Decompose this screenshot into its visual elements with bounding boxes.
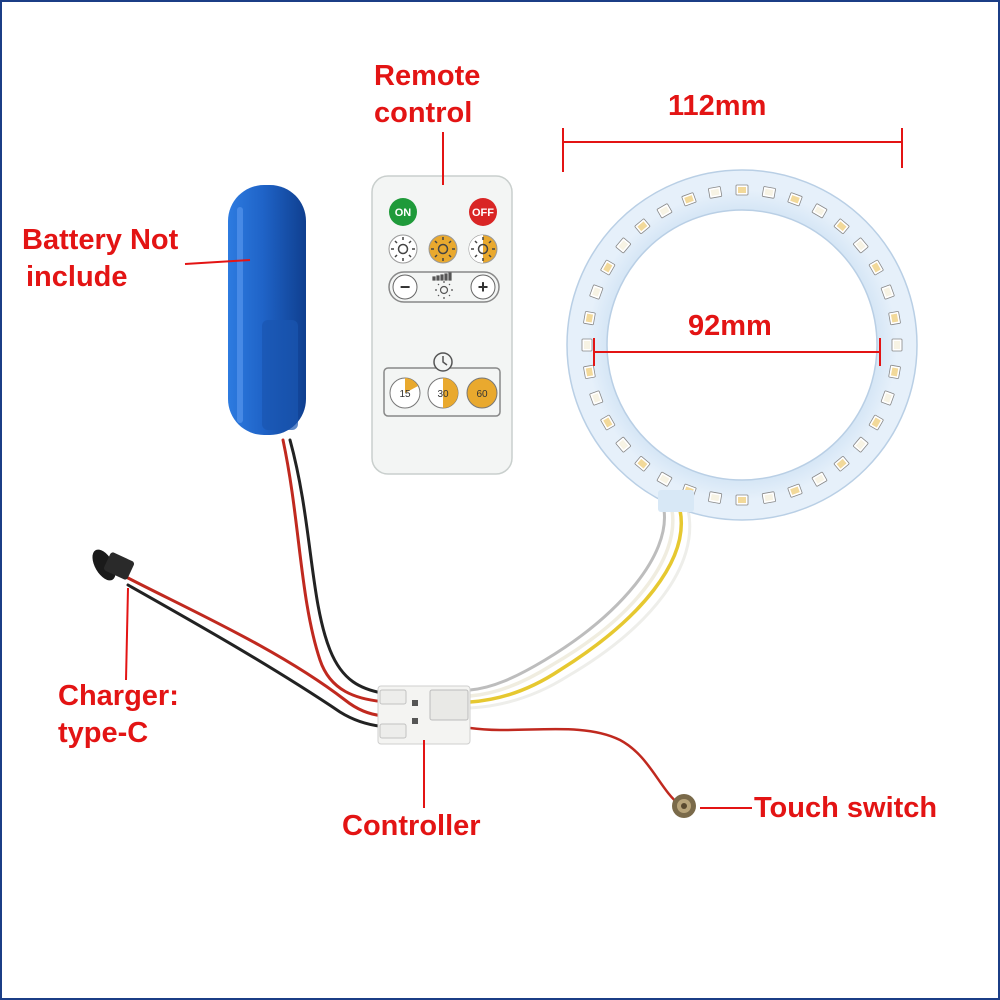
charger-label-line1: Charger: xyxy=(58,680,179,712)
led-chips xyxy=(581,184,903,506)
battery-label-line2: include xyxy=(26,261,128,293)
remote-label-line1: Remote xyxy=(374,60,481,92)
battery-label-line1: Battery Not xyxy=(22,224,179,256)
led-chip xyxy=(615,237,631,254)
inner-dim-line xyxy=(593,338,881,366)
battery-red-wire xyxy=(281,438,390,704)
led-chip xyxy=(868,414,884,431)
controller-board xyxy=(377,685,471,745)
charger-pointer xyxy=(125,587,129,681)
led-chip xyxy=(656,203,673,219)
led-chip xyxy=(615,436,631,453)
brightness-minus-button[interactable]: − xyxy=(392,274,418,300)
led-chip xyxy=(589,284,604,300)
outer-diameter-label: 112mm xyxy=(668,90,767,122)
led-chip xyxy=(891,338,903,352)
annotation-lines xyxy=(125,128,903,809)
timer-30-button[interactable]: 30 xyxy=(427,377,459,409)
led-yellow-wire xyxy=(468,508,683,704)
charger-red-wire xyxy=(126,576,390,718)
led-chip xyxy=(853,436,869,453)
led-ring xyxy=(566,169,918,521)
led-chip xyxy=(583,364,596,379)
led-chip xyxy=(761,491,776,504)
led-chip xyxy=(681,192,697,207)
brightness-plus-button[interactable]: + xyxy=(470,274,496,300)
remote-control: ON OFF xyxy=(371,175,513,475)
wires xyxy=(126,438,692,807)
on-button[interactable]: ON xyxy=(389,198,417,226)
charger-label: Charger: type-C xyxy=(58,678,179,752)
timer-15-button[interactable]: 15 xyxy=(389,377,421,409)
led-chip xyxy=(787,192,803,207)
led-chip xyxy=(787,483,803,498)
led-chip xyxy=(634,456,651,472)
timer-15-label: 15 xyxy=(399,389,411,400)
touch-red-wire xyxy=(468,726,682,807)
led-chip xyxy=(880,284,895,300)
led-chip xyxy=(888,364,901,379)
charger-black-wire xyxy=(126,583,390,729)
led-chip xyxy=(600,414,616,431)
led-chip xyxy=(735,494,749,506)
minus-label: − xyxy=(400,277,411,297)
touch-switch xyxy=(672,794,696,818)
remote-label-line2: control xyxy=(374,97,473,129)
charger-port xyxy=(92,549,135,581)
battery-label: Battery Not include xyxy=(22,222,178,296)
clock-icon xyxy=(433,352,453,372)
timer-60-label: 60 xyxy=(476,389,488,400)
touch-switch-label: Touch switch xyxy=(754,792,938,824)
plus-label: + xyxy=(478,277,489,297)
led-chip xyxy=(833,456,850,472)
sun-icon xyxy=(391,237,415,261)
inner-diameter-label: 92mm xyxy=(688,310,772,342)
led-chip xyxy=(656,471,673,487)
led-chip xyxy=(888,311,901,326)
battery xyxy=(228,185,306,435)
brightness-icon xyxy=(432,272,453,299)
led-white-wire xyxy=(468,508,675,698)
mixed-light-button[interactable] xyxy=(468,234,498,264)
led-chip xyxy=(833,218,850,234)
led-ring-pcb xyxy=(567,170,917,520)
led-chip xyxy=(600,259,616,276)
led-chip xyxy=(811,203,828,219)
led-chip xyxy=(868,259,884,276)
led-chip xyxy=(634,218,651,234)
led-chip xyxy=(583,311,596,326)
outer-dim-line xyxy=(562,128,903,172)
led-chip xyxy=(880,390,895,406)
led-chip xyxy=(761,186,776,199)
warm-light-button[interactable] xyxy=(428,234,458,264)
led-chip xyxy=(811,471,828,487)
off-button[interactable]: OFF xyxy=(469,198,497,226)
led-chip xyxy=(853,237,869,254)
led-chip xyxy=(735,184,749,196)
battery-black-wire xyxy=(288,438,390,696)
led-chip xyxy=(708,491,723,504)
led-ring-tab xyxy=(658,490,694,512)
led-chip xyxy=(581,338,593,352)
on-button-label: ON xyxy=(395,207,412,219)
led-chip xyxy=(589,390,604,406)
remote-label: Remote control xyxy=(374,58,480,132)
led-chip xyxy=(708,186,723,199)
battery-pointer xyxy=(184,259,251,265)
cold-light-button[interactable] xyxy=(388,234,418,264)
controller-label: Controller xyxy=(342,810,481,842)
off-button-label: OFF xyxy=(472,207,494,219)
led-gray-wire xyxy=(468,508,666,692)
timer-30-label: 30 xyxy=(437,389,449,400)
charger-label-line2: type-C xyxy=(58,717,149,749)
timer-60-button[interactable]: 60 xyxy=(466,377,498,409)
sun-icon xyxy=(471,237,495,261)
led-white-wire-2 xyxy=(468,508,692,710)
sun-icon xyxy=(431,237,455,261)
